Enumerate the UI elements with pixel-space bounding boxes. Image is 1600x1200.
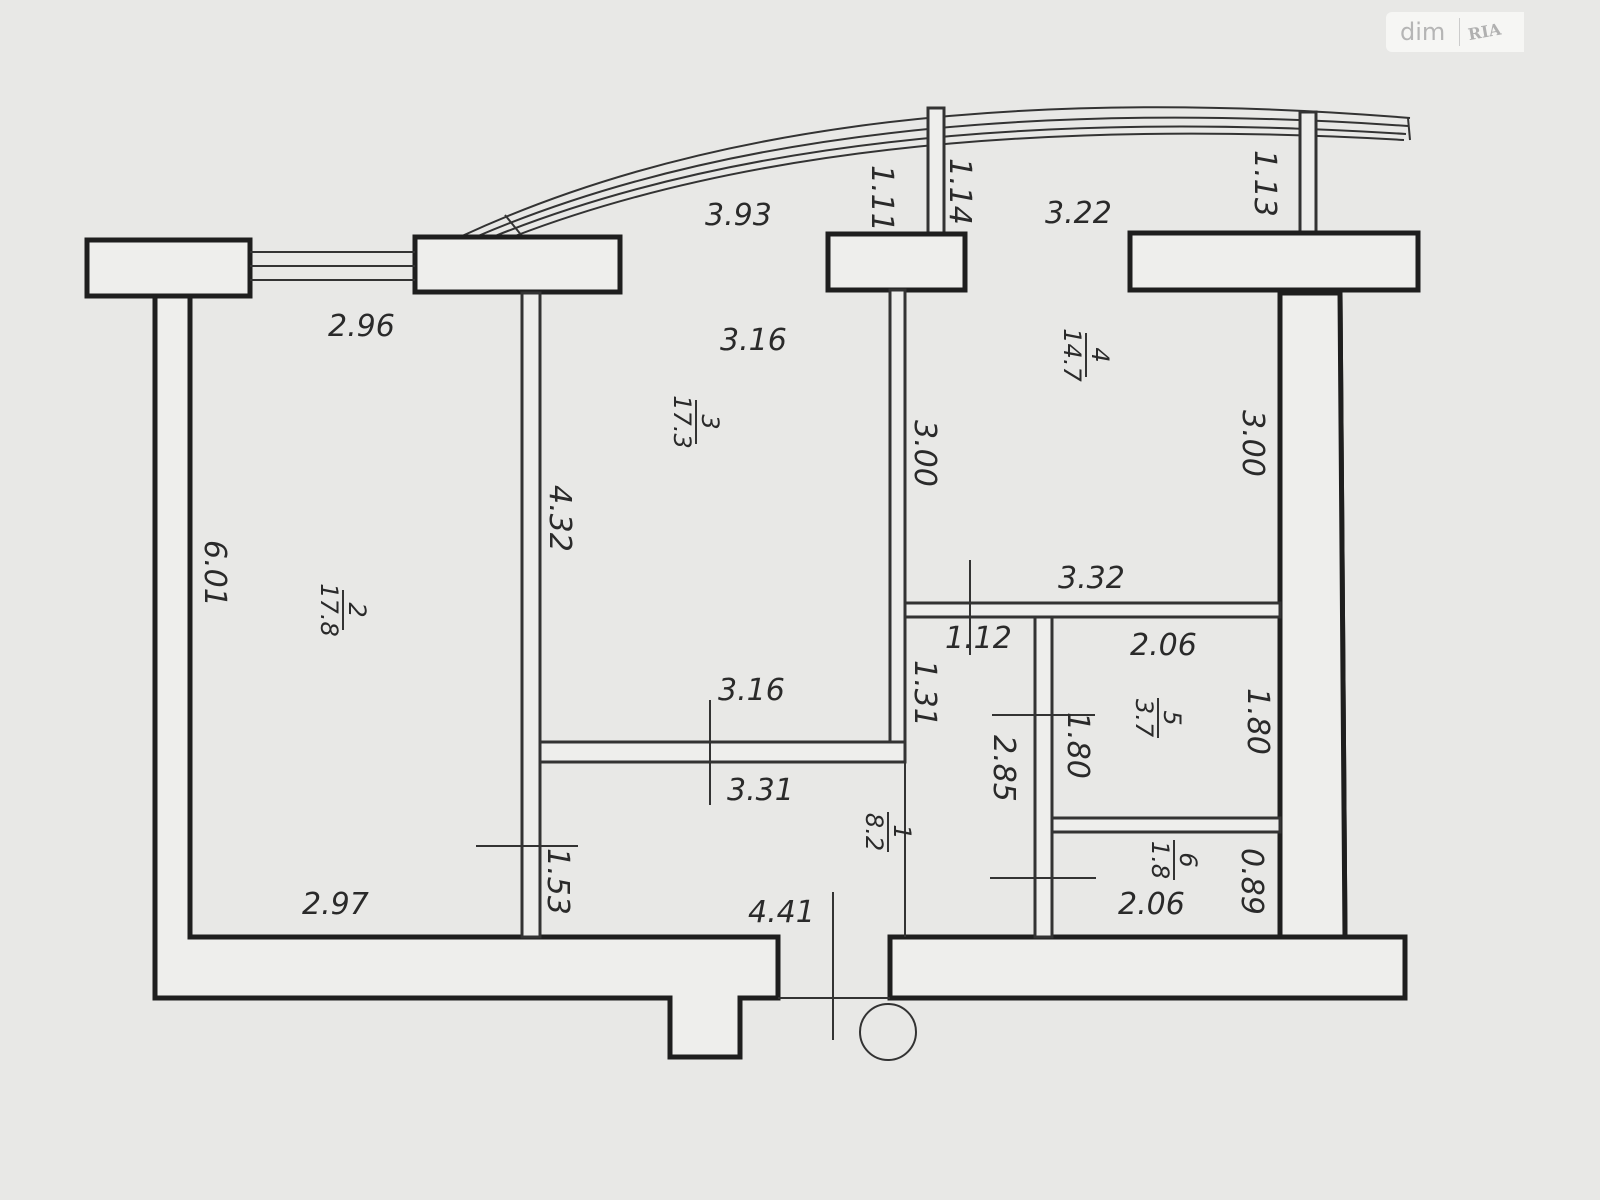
- dim-hall-bottom: 4.41: [748, 895, 815, 930]
- room-area: 14.7: [1058, 328, 1086, 382]
- watermark-ria-logo: RIA: [1466, 19, 1503, 44]
- room-label-6: 6 1.8: [1146, 840, 1202, 880]
- dim-hall-width: 3.31: [727, 773, 794, 808]
- dim-room6-right: 0.89: [1234, 848, 1269, 915]
- dim-hall-side: 1.31: [907, 660, 942, 727]
- watermark-logo: dim RIA: [1386, 12, 1524, 52]
- dim-room2-top: 2.96: [328, 309, 395, 344]
- room-label-1: 1 8.2: [860, 812, 916, 852]
- room-number: 2: [343, 602, 371, 617]
- room-area: 17.3: [668, 395, 696, 448]
- room-label-5: 5 3.7: [1130, 698, 1186, 738]
- room-area: 1.8: [1146, 841, 1174, 879]
- room-area: 3.7: [1130, 699, 1158, 738]
- dim-room5-left: 1.80: [1060, 712, 1095, 779]
- dim-room3-side: 4.32: [542, 485, 577, 552]
- dim-hall-length: 2.85: [986, 735, 1021, 802]
- dim-room5-top: 2.06: [1130, 628, 1197, 663]
- room-number: 1: [888, 824, 916, 839]
- room-area: 17.8: [315, 583, 343, 636]
- room-label-4: 4 14.7: [1058, 328, 1114, 382]
- room-number: 6: [1174, 852, 1202, 867]
- dim-room2-bottom: 2.97: [302, 887, 369, 922]
- dim-room3-top: 3.16: [720, 323, 787, 358]
- dim-room4-right: 3.00: [1235, 410, 1270, 477]
- room-number: 3: [696, 414, 724, 429]
- balcony: [461, 106, 1411, 237]
- room-number: 4: [1086, 347, 1114, 362]
- dim-hall-small: 1.53: [540, 848, 575, 915]
- watermark-brand: dim: [1386, 18, 1461, 46]
- room-label-2: 2 17.8: [315, 583, 371, 636]
- dim-room4-left: 3.00: [907, 420, 942, 487]
- dim-balcony-left: 3.93: [705, 198, 772, 233]
- dim-room6-bottom: 2.06: [1118, 887, 1185, 922]
- room-label-3: 3 17.3: [668, 395, 724, 448]
- dim-balcony-d2: 1.14: [942, 158, 977, 225]
- room-number: 5: [1158, 710, 1186, 725]
- dim-balcony-d3: 1.13: [1247, 150, 1282, 217]
- dim-room2-side: 6.01: [197, 540, 232, 607]
- dim-balcony-d1: 1.11: [864, 165, 899, 232]
- dimension-labels: 3.93 3.22 2.96 3.16 3.32 1.12 2.06 3.16 …: [197, 150, 1282, 930]
- dim-room4-bottom: 3.32: [1058, 561, 1125, 596]
- dim-room3-bottom: 3.16: [718, 673, 785, 708]
- dim-hall-top: 1.12: [945, 621, 1012, 656]
- dim-balcony-right: 3.22: [1045, 196, 1112, 231]
- walls: [84, 230, 1421, 1061]
- dim-room5-right: 1.80: [1240, 688, 1275, 755]
- room-area: 8.2: [860, 813, 888, 851]
